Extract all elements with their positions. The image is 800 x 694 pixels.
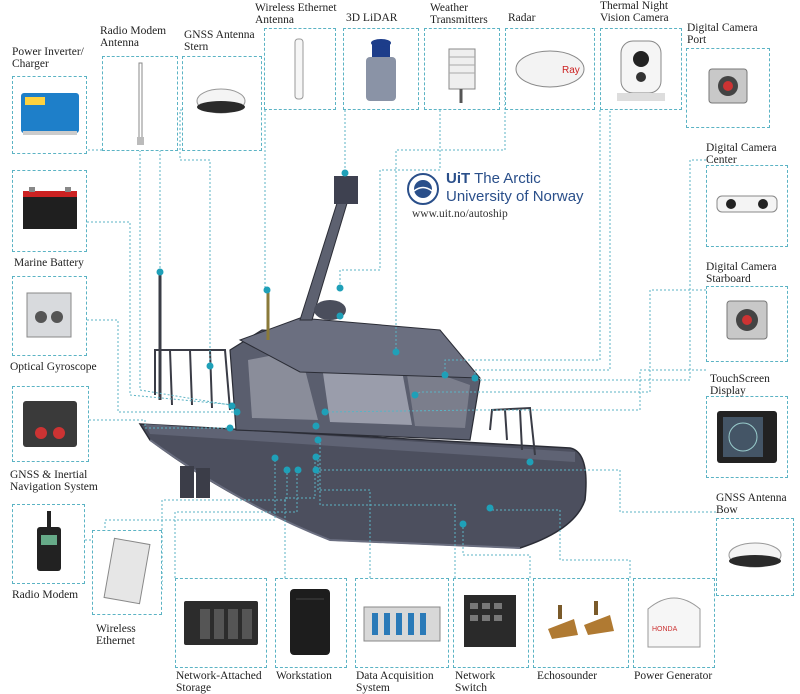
connection-lines bbox=[80, 80, 716, 591]
box-camera-starboard bbox=[706, 286, 788, 362]
box-thermal-camera bbox=[600, 28, 682, 110]
box-wireless-ethernet bbox=[92, 530, 162, 615]
svg-text:HONDA: HONDA bbox=[652, 626, 678, 633]
box-power-generator: HONDA bbox=[633, 578, 715, 668]
uit-emblem-icon bbox=[407, 173, 439, 205]
camera-icon bbox=[708, 68, 748, 104]
thermal-camera-icon bbox=[617, 40, 665, 101]
box-power-inverter bbox=[12, 76, 87, 154]
gyroscope-icon bbox=[26, 292, 72, 338]
switch-icon bbox=[464, 595, 516, 647]
label-3d-lidar: 3D LiDAR bbox=[346, 12, 398, 24]
label-workstation: Workstation bbox=[276, 670, 332, 682]
box-network-switch bbox=[453, 578, 529, 668]
box-echosounder bbox=[533, 578, 629, 668]
box-gnss-antenna-bow bbox=[716, 518, 794, 596]
nas-icon bbox=[184, 601, 258, 645]
radio-modem-icon bbox=[37, 511, 61, 571]
box-weather-transmitters bbox=[424, 28, 500, 110]
box-workstation bbox=[275, 578, 347, 668]
box-optical-gyroscope bbox=[12, 276, 87, 356]
wifi-antenna-icon bbox=[294, 38, 304, 100]
box-data-acquisition bbox=[355, 578, 449, 668]
box-radio-modem bbox=[12, 504, 85, 584]
label-optical-gyroscope: Optical Gyroscope bbox=[10, 361, 97, 373]
logo-line2: University of Norway bbox=[446, 188, 584, 205]
gnss-antenna-icon bbox=[728, 542, 782, 568]
inverter-icon bbox=[21, 93, 79, 135]
connection-nodes bbox=[156, 169, 534, 528]
ins-unit-icon bbox=[23, 401, 77, 447]
logo-line1: UiT The Arctic bbox=[446, 170, 541, 187]
display-icon bbox=[717, 411, 777, 463]
label-power-generator: Power Generator bbox=[634, 670, 713, 682]
box-camera-center bbox=[706, 165, 788, 247]
label-echosounder: Echosounder bbox=[537, 670, 598, 682]
logo-url: www.uit.no/autoship bbox=[412, 208, 508, 220]
label-radio-modem: Radio Modem bbox=[12, 589, 79, 601]
whip-antenna-icon bbox=[137, 62, 144, 145]
daq-icon bbox=[363, 606, 441, 642]
transducer-icon bbox=[548, 601, 614, 639]
box-gnss-ins bbox=[12, 386, 89, 462]
label-power-inverter: Power Inverter/Charger bbox=[12, 46, 84, 70]
box-radio-modem-antenna bbox=[102, 56, 178, 151]
box-wireless-ethernet-antenna bbox=[264, 28, 336, 110]
radar-icon: Ray bbox=[515, 50, 585, 88]
weather-sensor-icon bbox=[448, 48, 476, 103]
box-nas bbox=[175, 578, 267, 668]
box-touchscreen-display bbox=[706, 396, 788, 478]
stereo-camera-icon bbox=[716, 195, 778, 213]
wireless-bridge-icon bbox=[103, 537, 151, 605]
box-3d-lidar bbox=[343, 28, 419, 110]
camera-icon bbox=[726, 300, 768, 340]
box-camera-port bbox=[686, 48, 770, 128]
generator-icon: HONDA bbox=[647, 597, 701, 648]
boat-illustration bbox=[138, 176, 587, 549]
lidar-icon bbox=[366, 39, 396, 101]
label-marine-battery: Marine Battery bbox=[14, 257, 84, 269]
box-radar: Ray bbox=[505, 28, 595, 110]
workstation-icon bbox=[290, 589, 330, 655]
box-marine-battery bbox=[12, 170, 87, 252]
gnss-antenna-icon bbox=[196, 88, 246, 114]
box-gnss-antenna-stern bbox=[182, 56, 262, 151]
svg-text:Ray: Ray bbox=[562, 65, 580, 76]
battery-icon bbox=[23, 187, 77, 229]
label-radar: Radar bbox=[508, 12, 536, 24]
